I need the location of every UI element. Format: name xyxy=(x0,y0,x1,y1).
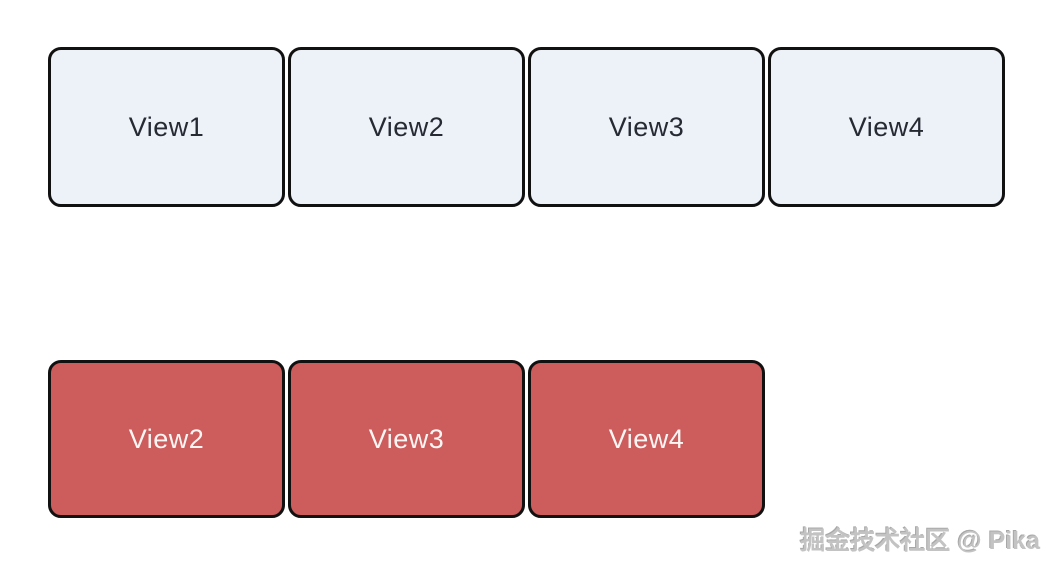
view-box-view2-highlighted: View2 xyxy=(48,360,285,518)
view-box-view1: View1 xyxy=(48,47,285,207)
view-box-view3: View3 xyxy=(528,47,765,207)
view-row-result: View2 View3 View4 xyxy=(48,360,765,518)
view-box-view2: View2 xyxy=(288,47,525,207)
view-box-view4-highlighted: View4 xyxy=(528,360,765,518)
view-box-view3-highlighted: View3 xyxy=(288,360,525,518)
view-row-initial: View1 View2 View3 View4 xyxy=(48,47,1005,207)
watermark-juejin-pika: 掘金技术社区 @ Pika xyxy=(800,527,1040,555)
view-box-view4: View4 xyxy=(768,47,1005,207)
